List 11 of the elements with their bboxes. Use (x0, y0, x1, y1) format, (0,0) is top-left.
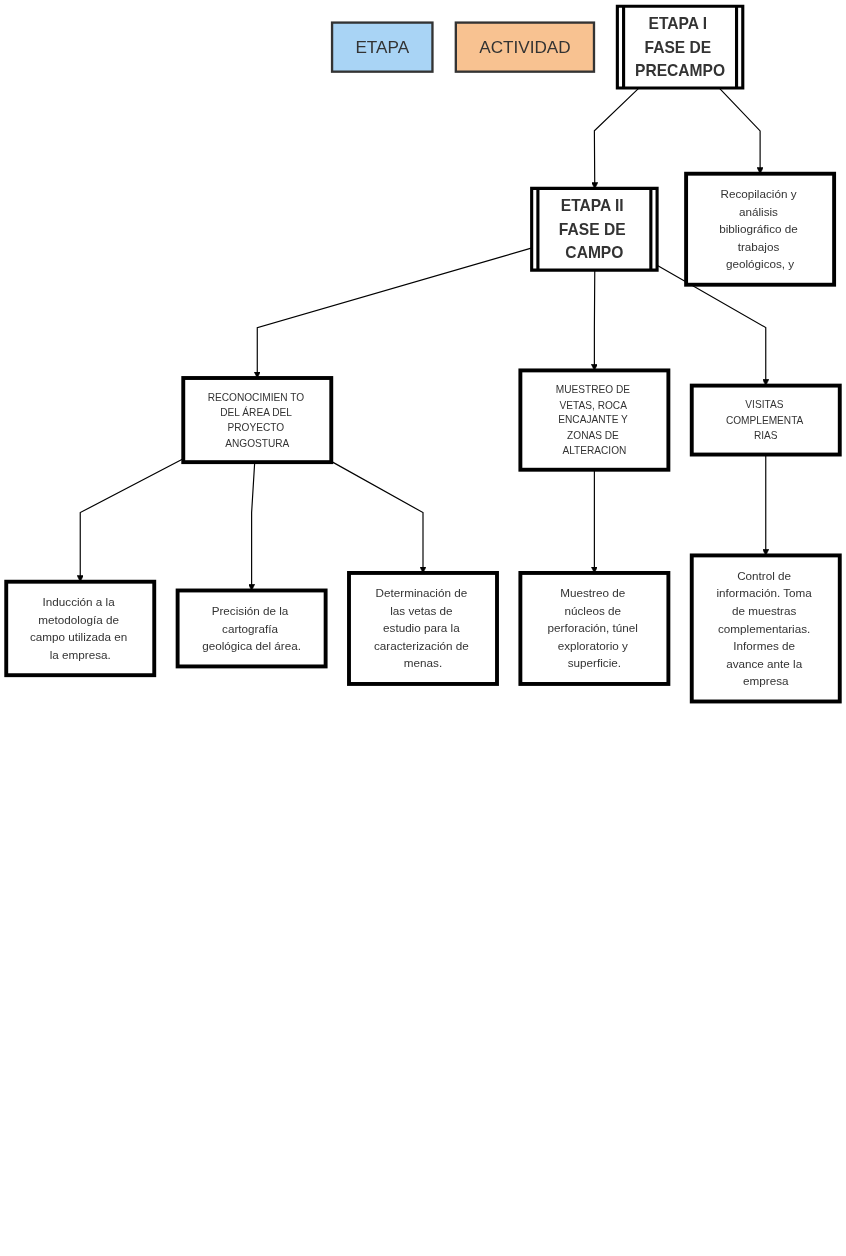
node-box: Recopilación y análisis bibliográfico de trabajos geológicos, y (684, 171, 837, 287)
node-box: Control de información. Toma de muestras complementarias. Informes de avance ante la empresa (689, 553, 842, 704)
node-box: Muestreo de núcleos de perforación, túnel exploratorio y superficie. (518, 571, 671, 686)
node-box: Precisión de la cartografía geológica del área. (175, 588, 328, 669)
node-box: ETAPA (330, 21, 434, 73)
node-box: RECONOCIMIEN TO DEL ÁREA DEL PROYECTO ANGOSTURA (181, 376, 334, 465)
node-box: ACTIVIDAD (454, 21, 596, 73)
node-box: VISITAS COMPLEMENTA RIAS (689, 383, 842, 457)
node-box: MUESTREO DE VETAS, ROCA ENCAJANTE Y ZONAS DE ALTERACION (518, 368, 671, 472)
node-box: Determinación de las vetas de estudio para la caracterización de menas. (347, 571, 499, 686)
node-box: Inducción a la metodología de campo utilizada en la empresa. (4, 579, 157, 678)
